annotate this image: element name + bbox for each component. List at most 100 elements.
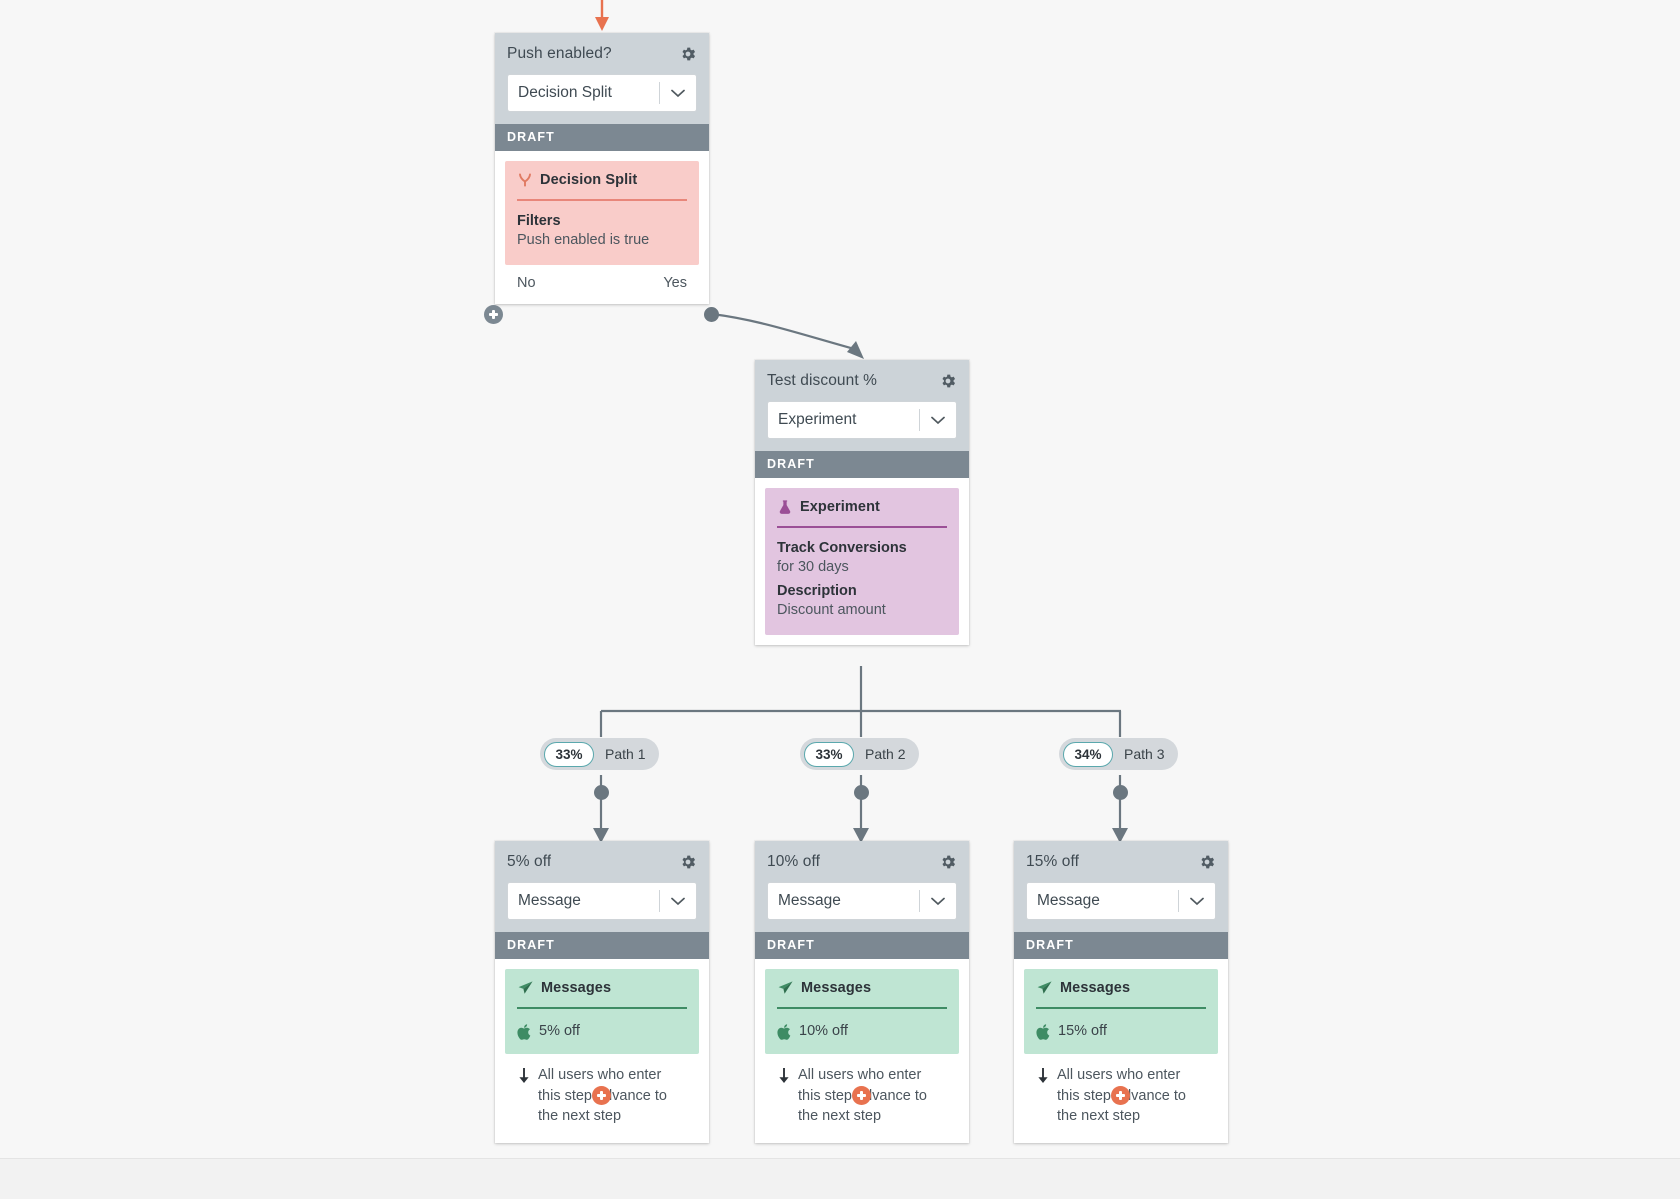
gear-icon[interactable] — [679, 45, 697, 63]
advance-text: All users who enter this step advance to… — [1057, 1067, 1186, 1125]
branch-label-yes: Yes — [663, 275, 687, 292]
node-type-select[interactable]: Decision Split — [507, 74, 697, 112]
panel-title: Messages — [1060, 980, 1131, 996]
select-divider — [659, 890, 660, 912]
panel-title: Experiment — [800, 499, 880, 515]
node-type-value: Message — [778, 892, 841, 909]
node-header: Push enabled? Decision Split — [495, 33, 709, 124]
flask-icon — [779, 500, 791, 514]
connector-dot-yes-branch[interactable] — [704, 307, 719, 322]
gear-icon[interactable] — [1198, 853, 1216, 871]
node-title: Test discount % — [767, 372, 878, 389]
path-badge-1[interactable]: 33% Path 1 — [540, 738, 660, 770]
paper-plane-icon — [1037, 981, 1052, 994]
add-step-button-3[interactable] — [1111, 1086, 1130, 1105]
status-badge: DRAFT — [495, 932, 709, 959]
add-step-button-1[interactable] — [592, 1086, 611, 1105]
panel-divider — [1036, 1007, 1206, 1009]
track-conversions-label: Track Conversions — [777, 540, 907, 556]
messages-panel: Messages 10% off — [765, 969, 959, 1055]
gear-icon[interactable] — [939, 372, 957, 390]
panel-divider — [777, 1007, 947, 1009]
paper-plane-icon — [518, 981, 533, 994]
description-label: Description — [777, 583, 857, 600]
track-conversions-value: for 30 days — [777, 559, 849, 575]
messages-panel: Messages 5% off — [505, 969, 699, 1055]
path-label: Path 3 — [1124, 746, 1165, 762]
chevron-down-icon[interactable] — [660, 89, 696, 98]
path-badge-2[interactable]: 33% Path 2 — [800, 738, 920, 770]
node-title: 10% off — [767, 853, 820, 870]
status-badge: DRAFT — [495, 124, 709, 151]
node-header: 15% off Message — [1014, 841, 1228, 932]
connector-dot-path-3[interactable] — [1113, 785, 1128, 800]
node-experiment[interactable]: Test discount % Experiment DRAFT — [755, 360, 969, 646]
node-type-select[interactable]: Message — [1026, 882, 1216, 920]
node-decision-split[interactable]: Push enabled? Decision Split DRAFT — [495, 33, 709, 305]
node-type-select[interactable]: Message — [507, 882, 697, 920]
path-percent: 33% — [544, 741, 594, 767]
node-body: Decision Split Filters Push enabled is t… — [495, 151, 709, 305]
apple-icon — [1036, 1023, 1050, 1040]
path-percent: 33% — [804, 741, 854, 767]
plus-icon-vertical — [1119, 1091, 1122, 1100]
panel-title: Messages — [801, 980, 872, 996]
node-type-value: Message — [1037, 892, 1100, 909]
branch-labels: No Yes — [505, 265, 699, 304]
channel-label: 15% off — [1058, 1023, 1107, 1039]
chevron-down-icon[interactable] — [1179, 897, 1215, 906]
paper-plane-icon — [778, 981, 793, 994]
plus-icon-vertical — [492, 310, 495, 319]
path-percent: 34% — [1063, 741, 1113, 767]
panel-title: Messages — [541, 980, 612, 996]
gear-icon[interactable] — [679, 853, 697, 871]
panel-title: Decision Split — [540, 172, 638, 188]
select-divider — [919, 890, 920, 912]
node-header: Test discount % Experiment — [755, 360, 969, 451]
filters-value: Push enabled is true — [517, 232, 650, 248]
add-step-no-branch-button[interactable] — [484, 305, 503, 324]
arrow-down-icon — [779, 1068, 789, 1084]
channel-label: 10% off — [799, 1023, 848, 1039]
chevron-down-icon[interactable] — [920, 897, 956, 906]
chevron-down-icon[interactable] — [660, 897, 696, 906]
advance-text: All users who enter this step advance to… — [538, 1067, 667, 1125]
plus-icon-vertical — [860, 1091, 863, 1100]
advance-text: All users who enter this step advance to… — [798, 1067, 927, 1125]
chevron-down-icon[interactable] — [920, 416, 956, 425]
path-label: Path 2 — [865, 746, 906, 762]
arrow-down-icon — [1038, 1068, 1048, 1084]
add-step-button-2[interactable] — [852, 1086, 871, 1105]
node-title: Push enabled? — [507, 45, 612, 62]
node-title: 5% off — [507, 853, 552, 870]
status-badge: DRAFT — [755, 932, 969, 959]
apple-icon — [777, 1023, 791, 1040]
gear-icon[interactable] — [939, 853, 957, 871]
select-divider — [659, 82, 660, 104]
connector-dot-path-1[interactable] — [594, 785, 609, 800]
status-badge: DRAFT — [755, 451, 969, 478]
node-message-3[interactable]: 15% off Message DRAFT — [1014, 841, 1228, 1143]
canvas-bottom-strip — [0, 1158, 1680, 1199]
node-type-select[interactable]: Message — [767, 882, 957, 920]
channel-label: 5% off — [539, 1023, 580, 1039]
node-body: Messages 10% off All users who enter thi… — [755, 959, 969, 1143]
decision-split-panel: Decision Split Filters Push enabled is t… — [505, 161, 699, 266]
filters-label: Filters — [517, 213, 561, 229]
messages-panel: Messages 15% off — [1024, 969, 1218, 1055]
panel-divider — [517, 1007, 687, 1009]
node-body: Messages 5% off All users who enter this… — [495, 959, 709, 1143]
description-value: Discount amount — [777, 602, 886, 619]
node-body: Messages 15% off All users who enter thi… — [1014, 959, 1228, 1143]
select-divider — [1178, 890, 1179, 912]
status-badge: DRAFT — [1014, 932, 1228, 959]
node-type-value: Experiment — [778, 411, 857, 428]
branch-label-no: No — [517, 275, 536, 292]
node-type-select[interactable]: Experiment — [767, 401, 957, 439]
connector-dot-path-2[interactable] — [854, 785, 869, 800]
path-label: Path 1 — [605, 746, 646, 762]
path-badge-3[interactable]: 34% Path 3 — [1059, 738, 1179, 770]
node-header: 5% off Message — [495, 841, 709, 932]
node-header: 10% off Message — [755, 841, 969, 932]
